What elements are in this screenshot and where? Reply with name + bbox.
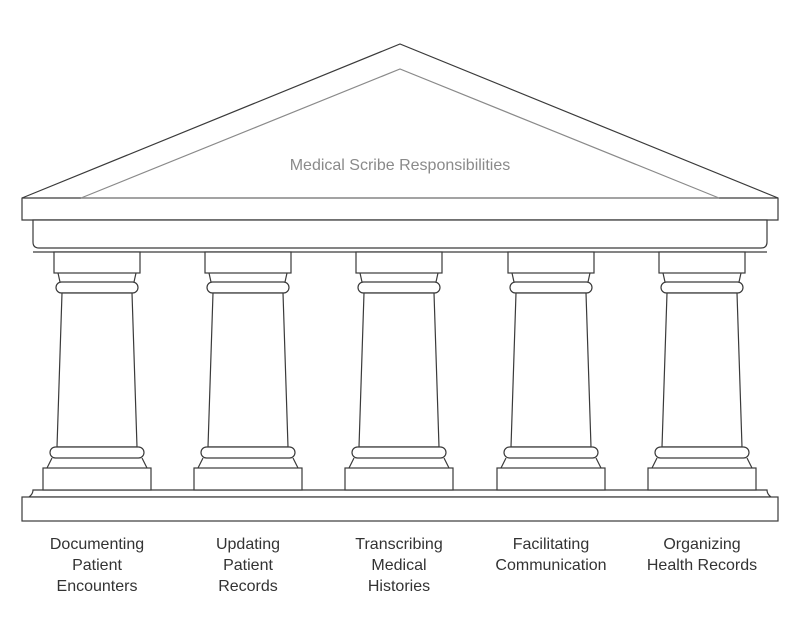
pillar-shaft bbox=[358, 292, 440, 448]
pillar-top-ring bbox=[206, 281, 290, 294]
pillar-top-ring bbox=[357, 281, 441, 294]
pillar-top-ring bbox=[660, 281, 744, 294]
pillar-top-neck bbox=[208, 272, 288, 283]
pillar-capital bbox=[204, 251, 292, 274]
pillar-bottom-ring bbox=[654, 446, 750, 459]
pillar-bottom-neck bbox=[651, 457, 753, 469]
pillar-5 bbox=[647, 251, 757, 491]
pillar-capital bbox=[507, 251, 595, 274]
pillar-plinth bbox=[42, 467, 152, 491]
pillar-top-neck bbox=[359, 272, 439, 283]
pillar-capital bbox=[355, 251, 443, 274]
pillar-2 bbox=[193, 251, 303, 491]
pillar-bottom-neck bbox=[348, 457, 450, 469]
pillar-3 bbox=[344, 251, 454, 491]
pillar-plinth bbox=[496, 467, 606, 491]
pillar-bottom-ring bbox=[351, 446, 447, 459]
pillar-label-line: Histories bbox=[368, 578, 430, 595]
entablature-beam bbox=[32, 219, 768, 249]
pillar-label-line: Medical bbox=[371, 557, 426, 574]
pillar-shaft bbox=[661, 292, 743, 448]
roof-pediment bbox=[21, 43, 779, 221]
pillar-shaft bbox=[56, 292, 138, 448]
temple-base-step bbox=[27, 489, 773, 498]
pillar-label-line: Documenting bbox=[50, 536, 144, 553]
pillars-group bbox=[42, 251, 757, 491]
pillar-label-line: Health Records bbox=[647, 557, 757, 574]
pillar-top-neck bbox=[511, 272, 591, 283]
pillar-label-line: Encounters bbox=[57, 578, 138, 595]
pillar-capital bbox=[53, 251, 141, 274]
pillar-bottom-neck bbox=[46, 457, 148, 469]
pillar-label-line: Organizing bbox=[663, 536, 740, 553]
pillar-plinth bbox=[344, 467, 454, 491]
pillar-top-ring bbox=[55, 281, 139, 294]
pillar-bottom-ring bbox=[200, 446, 296, 459]
roof-inner-triangle bbox=[80, 68, 720, 199]
pillar-bottom-neck bbox=[197, 457, 299, 469]
pillar-label-line: Communication bbox=[495, 557, 606, 574]
diagram-title: Medical Scribe Responsibilities bbox=[290, 157, 511, 174]
pillar-label-line: Patient bbox=[223, 557, 273, 574]
pillar-label-line: Facilitating bbox=[513, 536, 589, 553]
pillar-shaft bbox=[207, 292, 289, 448]
pillar-label-line: Transcribing bbox=[355, 536, 442, 553]
pillar-top-neck bbox=[57, 272, 137, 283]
pillar-plinth bbox=[647, 467, 757, 491]
pillar-bottom-neck bbox=[500, 457, 602, 469]
pillar-plinth bbox=[193, 467, 303, 491]
pillar-bottom-ring bbox=[49, 446, 145, 459]
pillar-4 bbox=[496, 251, 606, 491]
temple-base bbox=[21, 496, 779, 522]
pillar-shaft bbox=[510, 292, 592, 448]
pillar-label-line: Records bbox=[218, 578, 278, 595]
pillar-label-line: Updating bbox=[216, 536, 280, 553]
pillar-top-ring bbox=[509, 281, 593, 294]
pillar-1 bbox=[42, 251, 152, 491]
pillar-label-line: Patient bbox=[72, 557, 122, 574]
pillar-bottom-ring bbox=[503, 446, 599, 459]
pillar-top-neck bbox=[662, 272, 742, 283]
pillar-capital bbox=[658, 251, 746, 274]
